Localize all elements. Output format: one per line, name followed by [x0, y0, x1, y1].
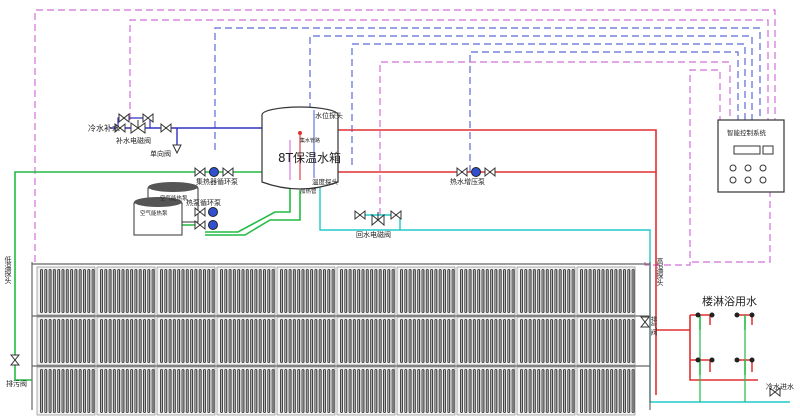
cold-makeup-label: 冷水补水: [88, 123, 120, 133]
tank-inner-label-3: 加热管: [300, 187, 317, 195]
makeup-solenoid-valve: [130, 120, 146, 134]
collector-panel: [156, 266, 216, 316]
return-valve-label: 回水电磁阀: [356, 230, 391, 239]
cold-inlet-label: 冷水进水: [766, 382, 794, 391]
collector-panel: [456, 266, 516, 316]
collector-panel: [516, 266, 576, 316]
solar-collector-array: [36, 266, 636, 416]
diagram-labels: 冷水补水 补水电磁阀 单向阀 集热器循环泵 空气能热泵 空气能热泵 热泵循环泵 …: [4, 111, 794, 391]
pressure-pump-label: 热水增压泵: [450, 177, 485, 186]
exhaust-valve-label: 排气阀: [649, 315, 657, 337]
valve-symbols: [9, 112, 781, 398]
heat-pump-circ-pump: [208, 207, 218, 217]
collector-panel: [96, 266, 156, 316]
collector-panel: [216, 266, 276, 316]
collector-panel: [456, 366, 516, 416]
collector-panel: [516, 316, 576, 366]
collector-panel: [516, 366, 576, 416]
return-solenoid-valve: [371, 212, 385, 227]
cold-inlet-valve: [769, 386, 781, 398]
pressure-pump: [471, 167, 481, 177]
exhaust-valve: [639, 316, 651, 328]
collector-panel: [336, 366, 396, 416]
collector-panel: [36, 316, 96, 366]
makeup-line: [110, 117, 262, 150]
high-temp-probe-label: 高温探头: [656, 257, 664, 287]
collector-panel: [96, 366, 156, 416]
bath-title: 楼淋浴用水: [702, 294, 757, 308]
collector-panel: [156, 316, 216, 366]
low-temp-probe-label: 低温探头: [4, 255, 12, 285]
collector-panel: [456, 316, 516, 366]
collector-panel: [576, 316, 636, 366]
hx-pump-label: 集热器循环泵: [196, 177, 238, 186]
collector-panel: [336, 266, 396, 316]
collector-panel: [216, 316, 276, 366]
collector-panel: [276, 366, 336, 416]
collector-panel: [96, 316, 156, 366]
collector-panel: [396, 316, 456, 366]
heat-pump-units: [133, 182, 199, 236]
green-circulation-loop: [14, 171, 301, 381]
shower-fixtures: [690, 312, 755, 402]
collector-panel: [576, 366, 636, 416]
collector-panel: [396, 266, 456, 316]
drain-valve-label: 排污阀: [6, 379, 27, 388]
makeup-valve-label: 补水电磁阀: [116, 136, 151, 145]
collector-panel: [156, 366, 216, 416]
hot-water-line: [338, 129, 758, 395]
collector-panel: [36, 366, 96, 416]
collector-panel: [396, 366, 456, 416]
level-probe-label: 水位探头: [315, 111, 343, 120]
hp-unit-2-label: 空气能热泵: [140, 209, 168, 217]
collector-panel: [216, 366, 276, 416]
collector-panel: [336, 316, 396, 366]
drain-valve: [9, 354, 21, 366]
heat-pump-circ-label: 热泵循环泵: [186, 198, 221, 207]
collector-panel: [36, 266, 96, 316]
check-valve: [172, 144, 182, 155]
tank-title: 8T保温水箱: [278, 150, 341, 165]
hp-unit-1-label: 空气能热泵: [160, 194, 188, 202]
tank-inner-label-1: 集水管路: [300, 137, 320, 144]
tank-temp-probe-label: 温度探头: [312, 177, 339, 186]
collector-circ-pump: [209, 167, 219, 177]
collector-panel: [276, 266, 336, 316]
control-signal-lines: [34, 9, 776, 266]
control-cabinet: [717, 119, 785, 193]
collector-headers: [31, 262, 651, 410]
collector-panel: [576, 266, 636, 316]
storage-tank: [261, 106, 339, 190]
check-valve-label: 单向阀: [150, 149, 171, 158]
controller-label: 智能控制系统: [727, 128, 767, 137]
collector-panel: [276, 316, 336, 366]
